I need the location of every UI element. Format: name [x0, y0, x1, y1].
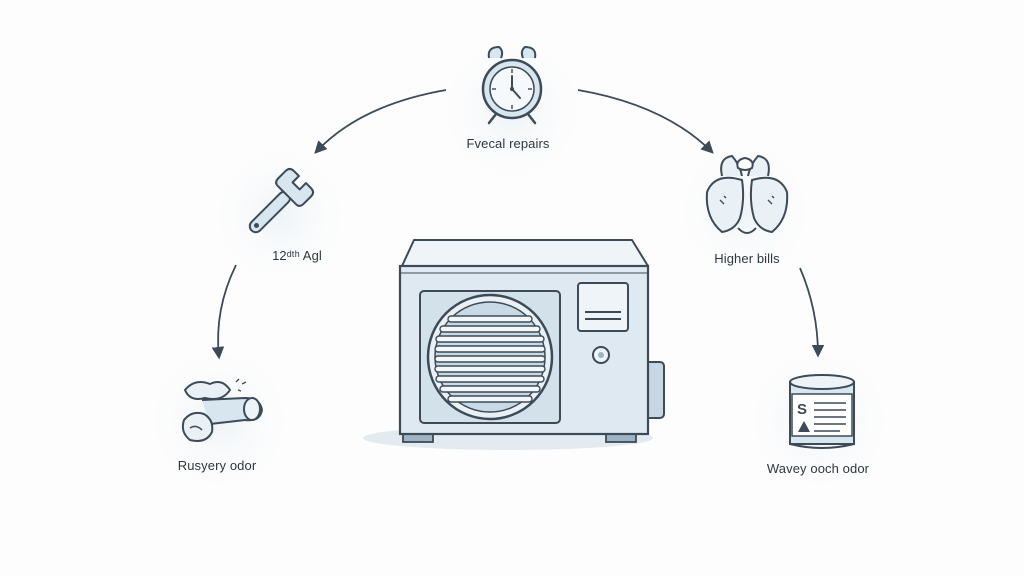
arrow-top-to-upper-right — [577, 89, 714, 154]
rusty-pipe-icon — [181, 378, 263, 442]
face-cutout-icon — [705, 154, 789, 234]
arrow-upper-left-to-lower-left — [211, 264, 237, 360]
alarm-clock-icon — [481, 45, 543, 125]
svg-text:S: S — [797, 401, 807, 418]
air-conditioner-outdoor-unit-icon — [363, 239, 665, 450]
labeled-can-icon: S — [789, 374, 855, 449]
label-top: Fvecal repairs — [466, 136, 550, 151]
label-lower-right: Wavey ooch odor — [766, 461, 870, 476]
label-upper-right: Higher bills — [714, 251, 780, 266]
label-upper-left: 12ᵈᵗʰ Agl — [272, 248, 322, 263]
arrow-top-to-upper-left — [314, 89, 447, 154]
wrench-icon — [248, 167, 315, 234]
label-lower-left: Rusyery odor — [177, 458, 257, 473]
arrow-upper-right-to-lower-right — [799, 267, 825, 358]
